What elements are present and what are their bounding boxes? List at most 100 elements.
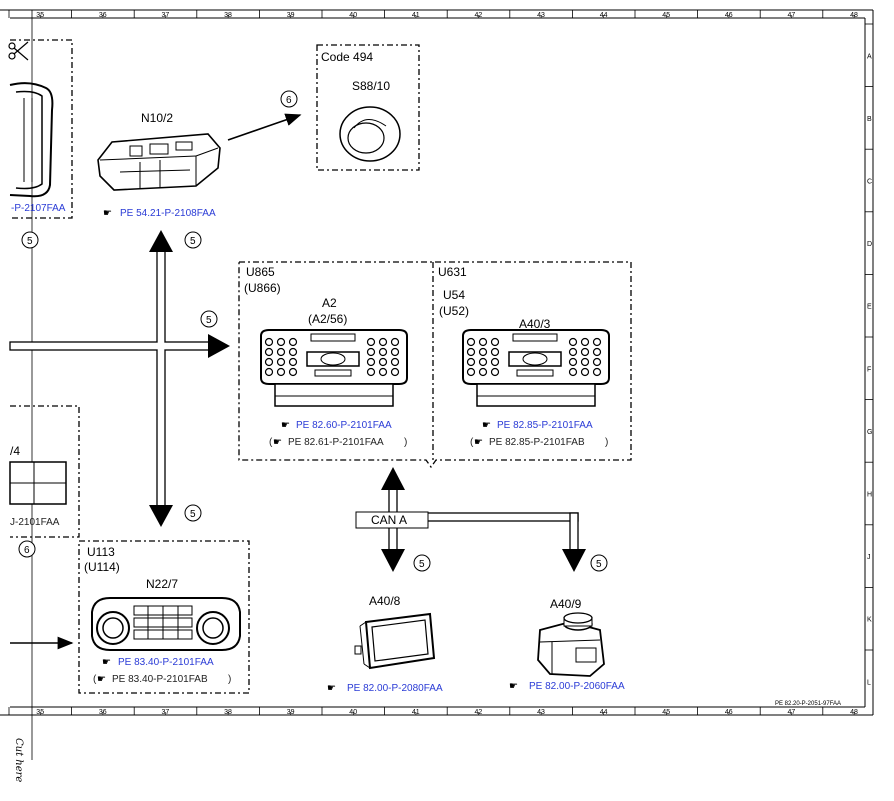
callout-6-top: 6 — [286, 95, 292, 106]
scissors-icon — [8, 41, 29, 61]
paren-close: ) — [404, 437, 407, 448]
u113-group: U113 (U114) N22/7 ☛ PE 83.40-P-2101FAA (… — [78, 540, 250, 694]
callout-5-up: 5 — [190, 236, 196, 247]
a40-8-display-drawing — [354, 612, 436, 670]
column-label: 40 — [349, 12, 357, 19]
reference-hand-icon: ☛ — [103, 208, 112, 219]
column-label: 36 — [99, 12, 107, 19]
callout-5-can-left: 5 — [419, 559, 425, 570]
n22-7-climate-panel-drawing — [91, 597, 241, 651]
u113-ref[interactable]: PE 83.40-P-2101FAA — [118, 657, 214, 668]
u114-alt: (U114) — [84, 560, 120, 574]
bus-vertical: 5 5 — [149, 230, 202, 527]
left-mid-component-drawing — [9, 461, 67, 505]
column-label: 35 — [36, 709, 44, 716]
row-label: A — [867, 53, 872, 60]
paren-open: ( — [269, 437, 273, 448]
column-label: 41 — [412, 12, 420, 19]
row-label: C — [867, 179, 872, 186]
u54-label: U54 — [443, 288, 465, 302]
reference-hand-icon: ☛ — [97, 674, 106, 685]
column-label: 38 — [224, 709, 232, 716]
n10-2-label: N10/2 — [141, 111, 173, 125]
column-label: 35 — [36, 12, 44, 19]
column-label: 40 — [349, 709, 357, 716]
a40-8-group: A40/8 ☛ PE 82.00-P-2080FAA — [327, 594, 443, 694]
column-label: 42 — [475, 12, 483, 19]
row-label: F — [867, 366, 871, 373]
left-top-ref[interactable]: -P-2107FAA — [11, 203, 66, 214]
callout-5-right: 5 — [206, 315, 212, 326]
callout-5-can-right: 5 — [596, 559, 602, 570]
reference-hand-icon: ☛ — [273, 437, 282, 448]
column-label: 39 — [287, 709, 295, 716]
column-label: 44 — [600, 709, 608, 716]
left-mid-group: /4 J-2101FAA 6 — [9, 405, 80, 650]
arrow-to-code494 — [227, 113, 302, 141]
row-label: H — [867, 492, 872, 499]
a40-3-label: A40/3 — [519, 317, 551, 331]
u865-ref-alt[interactable]: PE 82.61-P-2101FAA — [288, 437, 384, 448]
column-label: 37 — [162, 709, 170, 716]
s88-10-label: S88/10 — [352, 79, 390, 93]
u865-ref[interactable]: PE 82.60-P-2101FAA — [296, 420, 392, 431]
a40-9-ref[interactable]: PE 82.00-P-2060FAA — [529, 681, 625, 692]
paren-close: ) — [605, 437, 608, 448]
u865-title: U865 — [246, 265, 275, 279]
u113-ref-alt[interactable]: PE 83.40-P-2101FAB — [112, 674, 208, 685]
can-a-bus: CAN A 5 5 — [355, 467, 608, 572]
column-label: 45 — [662, 709, 670, 716]
a2-56-label: (A2/56) — [308, 312, 347, 326]
left-top-group: -P-2107FAA — [8, 39, 73, 219]
paren-open: ( — [93, 674, 97, 685]
u113-title: U113 — [87, 545, 115, 559]
sheet-code: PE 82.20-P-2051-97FAA — [775, 701, 841, 707]
callout-5-left: 5 — [27, 236, 33, 247]
reference-hand-icon: ☛ — [474, 437, 483, 448]
column-label: 43 — [537, 709, 545, 716]
paren-open: ( — [470, 437, 474, 448]
a2-radio-drawing — [260, 329, 408, 407]
row-label: K — [867, 617, 872, 624]
column-label: 42 — [475, 709, 483, 716]
u866-alt: (U866) — [244, 281, 281, 295]
u631-ref-alt[interactable]: PE 82.85-P-2101FAB — [489, 437, 585, 448]
column-label: 36 — [99, 709, 107, 716]
reference-hand-icon: ☛ — [102, 657, 111, 668]
reference-hand-icon: ☛ — [509, 681, 518, 692]
u631-title: U631 — [438, 265, 467, 279]
left-mid-label: /4 — [10, 444, 20, 458]
column-label: 39 — [287, 12, 295, 19]
can-a-label: CAN A — [371, 513, 407, 527]
column-label: 47 — [788, 709, 796, 716]
code494-title: Code 494 — [321, 50, 373, 64]
a40-9-group: A40/9 ☛ PE 82.00-P-2060FAA — [509, 597, 625, 692]
row-label: E — [867, 304, 872, 311]
column-label: 46 — [725, 12, 733, 19]
column-ticks: 3535363637373838393940404141424243434444… — [8, 10, 858, 716]
column-label: 37 — [162, 12, 170, 19]
callout-6-left: 6 — [24, 545, 30, 556]
n10-2-ref[interactable]: PE 54.21-P-2108FAA — [120, 208, 216, 219]
a40-9-controller-drawing — [537, 612, 605, 677]
column-label: 48 — [850, 709, 858, 716]
left-mid-ref[interactable]: J-2101FAA — [10, 517, 60, 528]
reference-hand-icon: ☛ — [281, 420, 290, 431]
u52-label: (U52) — [439, 304, 469, 318]
a40-8-label: A40/8 — [369, 594, 401, 608]
paren-close: ) — [228, 674, 231, 685]
column-label: 47 — [788, 12, 796, 19]
row-label: B — [867, 116, 872, 123]
row-label: D — [867, 241, 872, 248]
row-label: J — [867, 554, 871, 561]
a40-8-ref[interactable]: PE 82.00-P-2080FAA — [347, 683, 443, 694]
column-label: 44 — [600, 12, 608, 19]
column-label: 45 — [662, 12, 670, 19]
reference-hand-icon: ☛ — [327, 683, 336, 694]
column-label: 38 — [224, 12, 232, 19]
a40-9-label: A40/9 — [550, 597, 582, 611]
u631-ref[interactable]: PE 82.85-P-2101FAA — [497, 420, 593, 431]
